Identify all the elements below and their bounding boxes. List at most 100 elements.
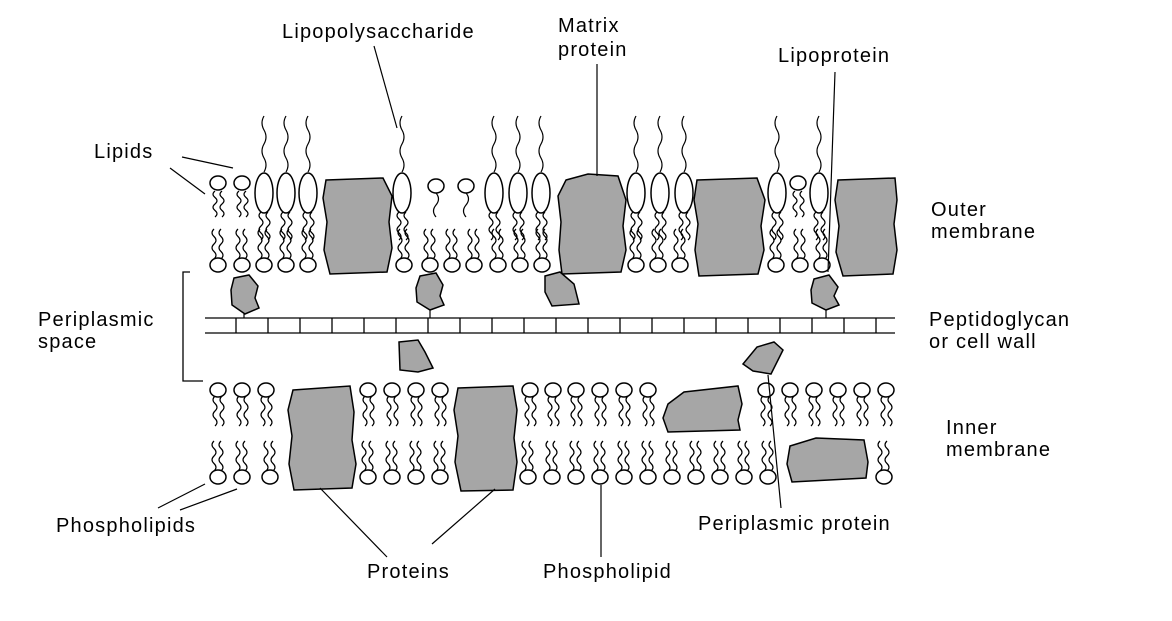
phospholipid-molecule [649, 228, 667, 273]
lipid-molecule [457, 178, 475, 218]
phospholipid-molecule [359, 440, 377, 485]
peptidoglycan-label: Peptidoglycan [929, 309, 1070, 331]
outer-membrane [209, 115, 831, 273]
phospholipid-molecule [383, 382, 401, 427]
phospholipid-molecule [767, 228, 785, 273]
lipoprotein-leader [827, 71, 836, 273]
lipid-molecule [427, 178, 445, 218]
lipids-leader [169, 167, 206, 195]
periplasmic-space-bracket [182, 271, 203, 382]
phospholipid-molecule [431, 382, 449, 427]
phospholipid-molecule [359, 382, 377, 427]
phospholipid-molecule [533, 228, 551, 273]
periplasmic-space-label: space [38, 331, 97, 353]
phospholipid-molecule [567, 440, 585, 485]
phospholipid-molecule [627, 228, 645, 273]
phospholipid-molecule [759, 440, 777, 485]
phospholipid-molecule [757, 382, 775, 427]
lipopolysaccharide-leader [373, 45, 398, 129]
outer-membrane-label: Outer [931, 199, 987, 221]
periplasmic-protein [544, 271, 580, 307]
lipoprotein [230, 274, 260, 315]
lipopolysaccharide-molecule [767, 115, 787, 241]
inner-membrane-protein [786, 437, 869, 483]
phospholipid-molecule [255, 228, 273, 273]
lipopolysaccharide-molecule [298, 115, 318, 241]
phospholipid-molecule [407, 440, 425, 485]
phospholipid-molecule [687, 440, 705, 485]
lipopolysaccharide-molecule [626, 115, 646, 241]
inner-membrane-label: Inner [946, 417, 998, 439]
lipids-leader [181, 156, 234, 169]
periplasmic-protein-label: Periplasmic protein [698, 513, 891, 535]
lipopolysaccharide-molecule [254, 115, 274, 241]
phospholipid-molecule [299, 228, 317, 273]
phospholipid-molecule [383, 440, 401, 485]
outer-membrane-label: membrane [931, 221, 1036, 243]
lipid-molecule [233, 175, 251, 218]
phospholipid-molecule [261, 440, 279, 485]
lipopolysaccharide-molecule [392, 115, 412, 241]
phospholipid-molecule [233, 440, 251, 485]
lipopolysaccharide-molecule [650, 115, 670, 241]
periplasmic-protein [741, 341, 784, 375]
lipoprotein [810, 274, 841, 311]
periplasmic-protein [398, 339, 435, 373]
phospholipid-molecule [519, 440, 537, 485]
phospholipid-molecule [209, 382, 227, 427]
phospholipid-molecule [829, 382, 847, 427]
proteins-label: Proteins [367, 561, 450, 583]
peptidoglycan-cell-wall [205, 317, 895, 334]
phospholipid-molecule [615, 440, 633, 485]
proteins-leader [319, 487, 388, 558]
proteins-leader [431, 488, 496, 545]
phospholipid-molecule [443, 228, 461, 273]
phospholipid-molecule [615, 382, 633, 427]
phospholipid-molecule [805, 382, 823, 427]
phospholipid-molecule [209, 440, 227, 485]
lipid-molecule [209, 175, 227, 218]
periplasmic-protein-leader [767, 374, 782, 509]
phospholipid-molecule [567, 382, 585, 427]
phospholipid-molecule [544, 382, 562, 427]
phospholipid-molecule [465, 228, 483, 273]
phospholipid-molecule [813, 228, 831, 273]
phospholipid-molecule [711, 440, 729, 485]
phospholipids-leader [179, 488, 238, 511]
outer-membrane-protein [693, 177, 766, 277]
inner-membrane [209, 382, 895, 485]
lipopolysaccharide-molecule [508, 115, 528, 241]
phospholipid-molecule [233, 228, 251, 273]
matrix-protein-label: Matrix [558, 15, 620, 37]
phospholipid-molecule [853, 382, 871, 427]
phospholipid-molecule [663, 440, 681, 485]
phospholipid-molecule [489, 228, 507, 273]
phospholipid-molecule [233, 382, 251, 427]
phospholipid-molecule [521, 382, 539, 427]
phospholipid-molecule [791, 228, 809, 273]
lipopolysaccharide-molecule [531, 115, 551, 241]
phospholipid-molecule [639, 382, 657, 427]
periplasmic-space-label: Periplasmic [38, 309, 155, 331]
lipopolysaccharide-molecule [484, 115, 504, 241]
lipids-label: Lipids [94, 141, 153, 163]
labels: Lipopolysaccharide Matrix protein Lipopr… [38, 15, 1070, 583]
lipid-molecule [789, 175, 807, 218]
outer-membrane-protein [834, 177, 898, 277]
leader-lines [157, 45, 836, 558]
phospholipids-leader [157, 483, 206, 509]
lipoprotein [415, 272, 446, 311]
lipopolysaccharide-label: Lipopolysaccharide [282, 21, 475, 43]
phospholipid-molecule [395, 228, 413, 273]
phospholipid-molecule [639, 440, 657, 485]
phospholipid-molecule [591, 382, 609, 427]
matrix-protein [557, 173, 627, 275]
phospholipid-molecule [511, 228, 529, 273]
phospholipid-molecule [671, 228, 689, 273]
lipoprotein-label: Lipoprotein [778, 45, 890, 67]
phospholipids-label: Phospholipids [56, 515, 196, 537]
phospholipid-molecule [421, 228, 439, 273]
inner-membrane-label: membrane [946, 439, 1051, 461]
lipopolysaccharide-molecule [809, 115, 829, 241]
